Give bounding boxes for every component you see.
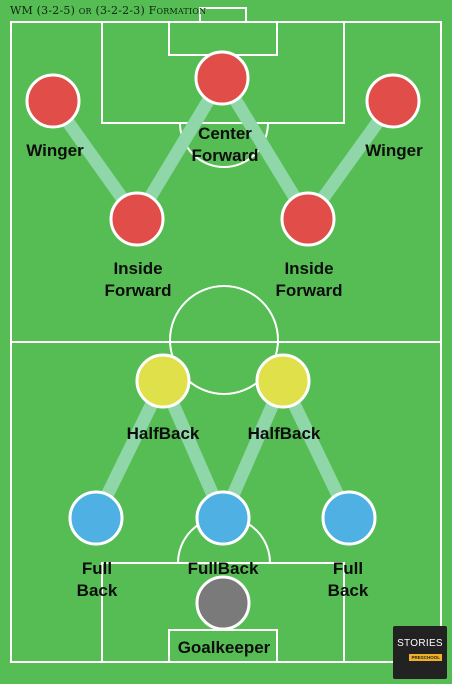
left-full-back-label: Full Back: [76, 559, 118, 600]
goalkeeper-label: Goalkeeper: [177, 638, 271, 657]
formation-title: WM (3-2-5) or (3-2-2-3) Formation: [10, 4, 207, 17]
player-markers: [25, 50, 421, 631]
right-halfback-marker: [255, 353, 311, 409]
top-goal-area: [168, 21, 278, 56]
right-full-back-label: Full Back: [327, 559, 369, 600]
center-full-back-label: FullBack: [187, 559, 259, 578]
center-full-back-marker: [195, 490, 251, 546]
right-winger-marker: [365, 73, 421, 129]
right-inside-forward-marker: [280, 191, 336, 247]
right-inside-forward-label: Inside Forward: [275, 259, 343, 300]
logo-tag: PRESCHOOL: [409, 654, 442, 661]
center-forward-marker: [194, 50, 250, 106]
center-circle: [169, 285, 279, 395]
center-forward-label: Center Forward: [191, 124, 259, 165]
left-halfback-label: HalfBack: [126, 424, 200, 443]
link-center_forward-right_inside_forward: [216, 74, 314, 223]
left-winger-label: Winger: [26, 141, 84, 160]
left-winger-marker: [25, 73, 81, 129]
top-goal: [199, 7, 247, 23]
logo-text: STORIES: [397, 638, 443, 649]
left-halfback-marker: [135, 353, 191, 409]
left-inside-forward-marker: [109, 191, 165, 247]
right-halfback-label: HalfBack: [247, 424, 321, 443]
left-full-back-marker: [68, 490, 124, 546]
right-winger-label: Winger: [365, 141, 423, 160]
goalkeeper-marker: [195, 575, 251, 631]
left-inside-forward-label: Inside Forward: [104, 259, 172, 300]
pitch-markings: [10, 7, 442, 663]
stories-logo: STORIES PRESCHOOL: [393, 626, 447, 679]
right-full-back-marker: [321, 490, 377, 546]
